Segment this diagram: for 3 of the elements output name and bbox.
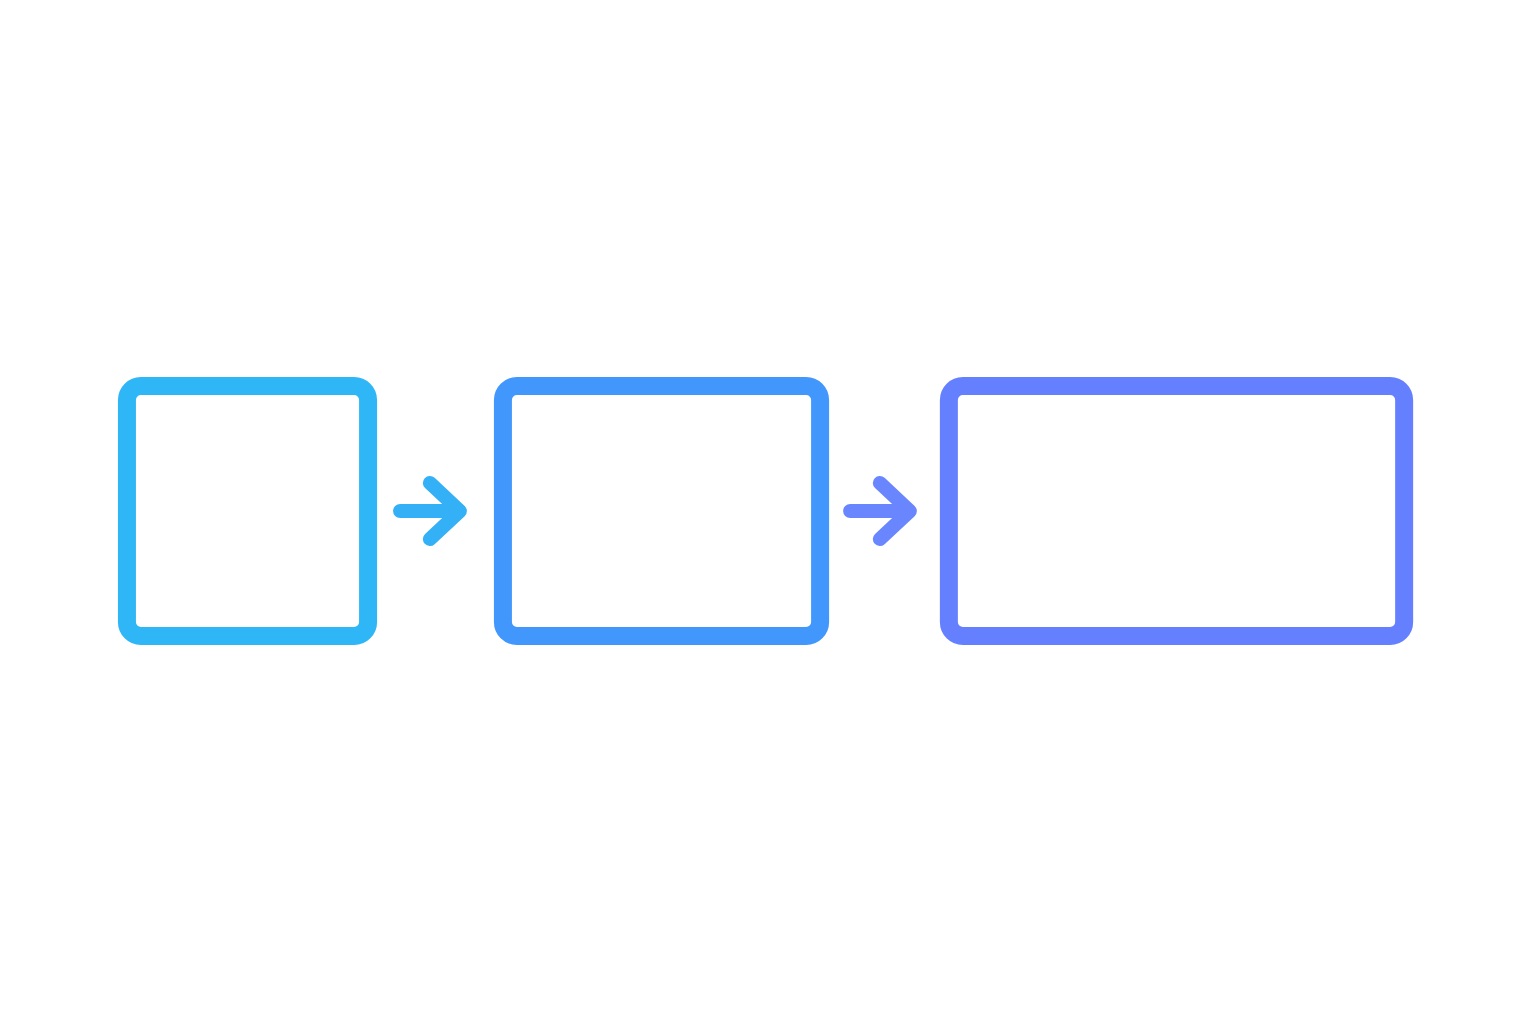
rounded-box — [939, 376, 1414, 646]
rounded-box — [117, 376, 378, 646]
rounded-box — [493, 376, 830, 646]
